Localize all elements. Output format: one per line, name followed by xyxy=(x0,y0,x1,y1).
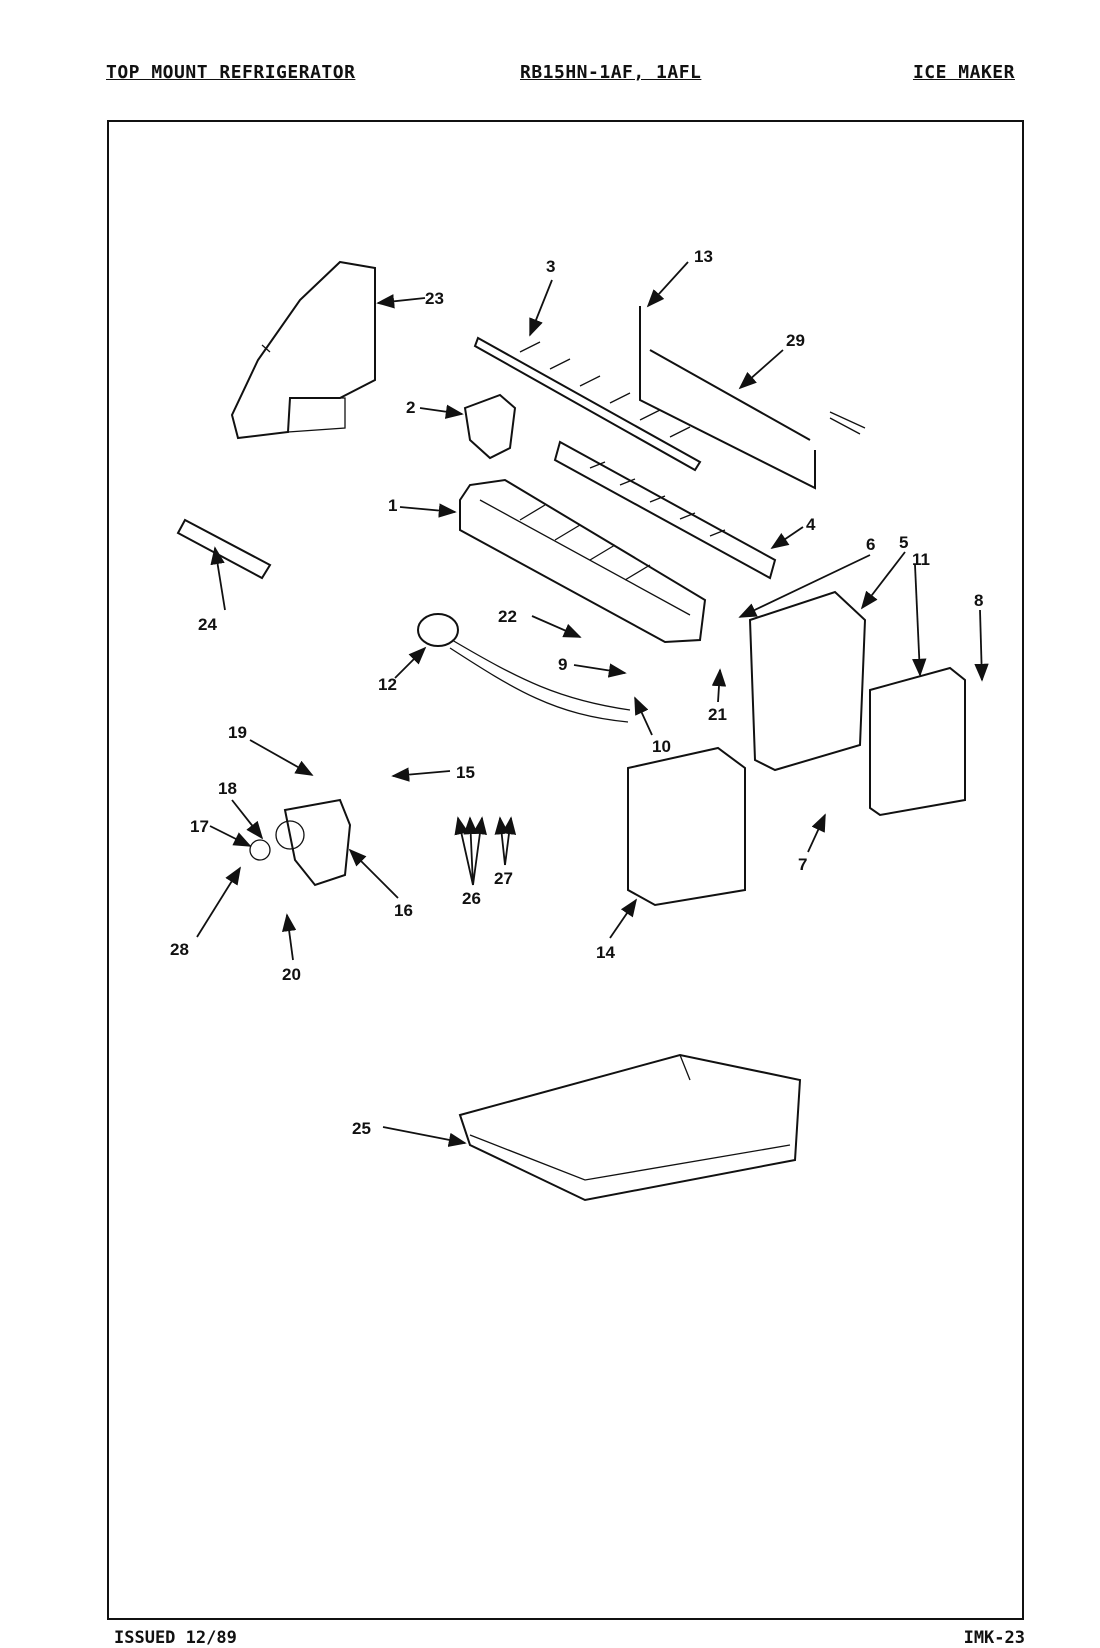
callout-20: 20 xyxy=(282,965,301,984)
callout-23: 23 xyxy=(425,289,444,308)
callout-22: 22 xyxy=(498,607,517,626)
callout-12: 12 xyxy=(378,675,397,694)
callout-24: 24 xyxy=(198,615,217,634)
callout-25: 25 xyxy=(352,1119,371,1138)
part-5-6-housing xyxy=(748,590,867,772)
part-1-mold xyxy=(459,478,707,644)
callout-5: 5 xyxy=(899,533,908,552)
callout-3: 3 xyxy=(546,257,555,276)
callout-13: 13 xyxy=(694,247,713,266)
callout-9: 9 xyxy=(558,655,567,674)
part-13-29-feeler-arm xyxy=(639,306,866,490)
callout-29: 29 xyxy=(786,331,805,350)
callout-8: 8 xyxy=(974,591,983,610)
callout-17: 17 xyxy=(190,817,209,836)
header-title-left: TOP MOUNT REFRIGERATOR xyxy=(106,62,356,83)
part-4-stripper xyxy=(553,440,777,580)
part-23-housing xyxy=(230,260,376,440)
callout-11: 11 xyxy=(912,550,930,569)
callout-28: 28 xyxy=(170,940,189,959)
callout-18: 18 xyxy=(218,779,237,798)
header-section-title: ICE MAKER xyxy=(912,62,1015,83)
footer-issued-date: ISSUED 12/89 xyxy=(114,1628,237,1648)
callout-26: 26 xyxy=(462,889,481,908)
callout-2: 2 xyxy=(406,398,415,417)
part-25-ice-bin xyxy=(458,1053,802,1202)
callout-6: 6 xyxy=(866,535,875,554)
part-11-plate xyxy=(869,666,966,817)
part-2-bracket xyxy=(463,393,517,460)
part-3-ejector xyxy=(473,336,702,472)
part-24-fill-tube xyxy=(176,518,272,580)
part-14-cover xyxy=(627,746,746,907)
callout-21: 21 xyxy=(708,705,727,724)
callout-27: 27 xyxy=(494,869,513,888)
callout-7: 7 xyxy=(798,855,807,874)
part-16-water-valve xyxy=(249,798,352,887)
header-model-number: RB15HN-1AF, 1AFL xyxy=(520,62,702,83)
footer-page-code: IMK-23 xyxy=(963,1628,1025,1648)
callout-1: 1 xyxy=(388,496,397,515)
callout-4: 4 xyxy=(806,515,816,534)
callout-10: 10 xyxy=(652,737,671,756)
callout-19: 19 xyxy=(228,723,247,742)
exploded-parts-diagram: 1 2 3 4 5 6 7 8 9 10 11 12 13 14 15 16 1… xyxy=(170,247,989,1202)
part-12-harness xyxy=(417,613,631,723)
callout-14: 14 xyxy=(596,943,615,962)
callout-16: 16 xyxy=(394,901,413,920)
callout-15: 15 xyxy=(456,763,475,782)
